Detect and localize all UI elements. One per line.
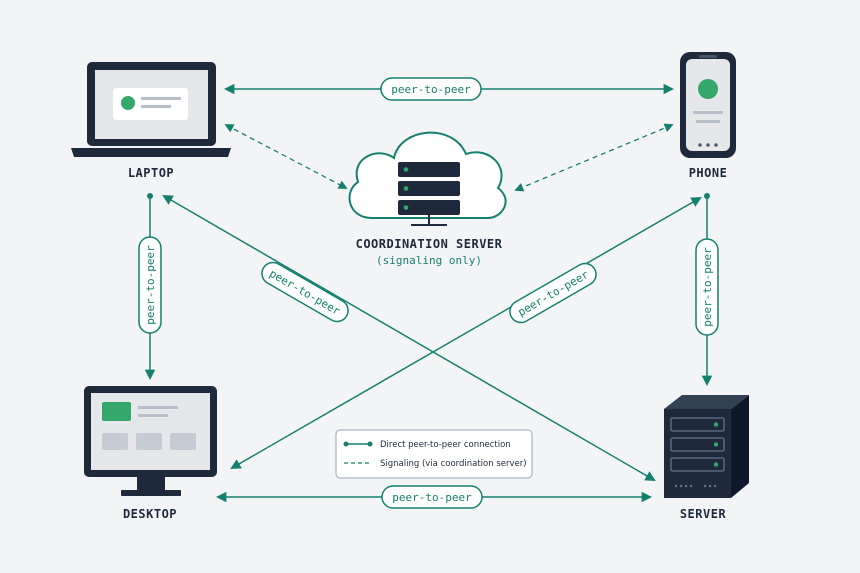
phone-icon xyxy=(680,52,736,158)
pill-left: peer-to-peer xyxy=(138,236,162,334)
desktop-label: DESKTOP xyxy=(123,507,177,521)
pill-top-label: peer-to-peer xyxy=(391,83,471,96)
phone-label: PHONE xyxy=(689,166,728,180)
coordination-server-label: COORDINATION SERVER xyxy=(356,237,503,251)
line-desktop-phone xyxy=(230,196,702,470)
laptop-icon xyxy=(71,62,231,157)
pill-right-label: peer-to-peer xyxy=(701,247,714,327)
laptop-label: LAPTOP xyxy=(128,166,174,180)
server-label: SERVER xyxy=(680,507,727,521)
legend: Direct peer-to-peer connection Signaling… xyxy=(335,429,533,479)
legend-direct-label: Direct peer-to-peer connection xyxy=(380,440,511,450)
pill-top: peer-to-peer xyxy=(380,77,482,101)
legend-signaling-label: Signaling (via coordination server) xyxy=(380,459,527,469)
pill-bottom-label: peer-to-peer xyxy=(392,491,472,504)
coordination-server-sublabel: (signaling only) xyxy=(376,254,482,267)
pill-diag-desktop-phone: peer-to-peer xyxy=(509,262,597,324)
line-laptop-desktop-dot xyxy=(147,193,153,199)
server-rack-icon xyxy=(664,395,749,498)
pill-diag-laptop-server: peer-to-peer xyxy=(261,261,349,323)
pill-bottom: peer-to-peer xyxy=(381,485,483,509)
desktop-icon xyxy=(84,386,217,496)
pill-right: peer-to-peer xyxy=(695,238,719,336)
signal-laptop-coord xyxy=(224,124,348,189)
pill-left-label: peer-to-peer xyxy=(144,245,157,325)
signal-phone-coord xyxy=(514,123,674,192)
cloud-server-icon xyxy=(348,131,507,226)
pill-diag-desktop-phone-label: peer-to-peer xyxy=(516,268,592,319)
line-phone-server-dot xyxy=(704,193,710,199)
